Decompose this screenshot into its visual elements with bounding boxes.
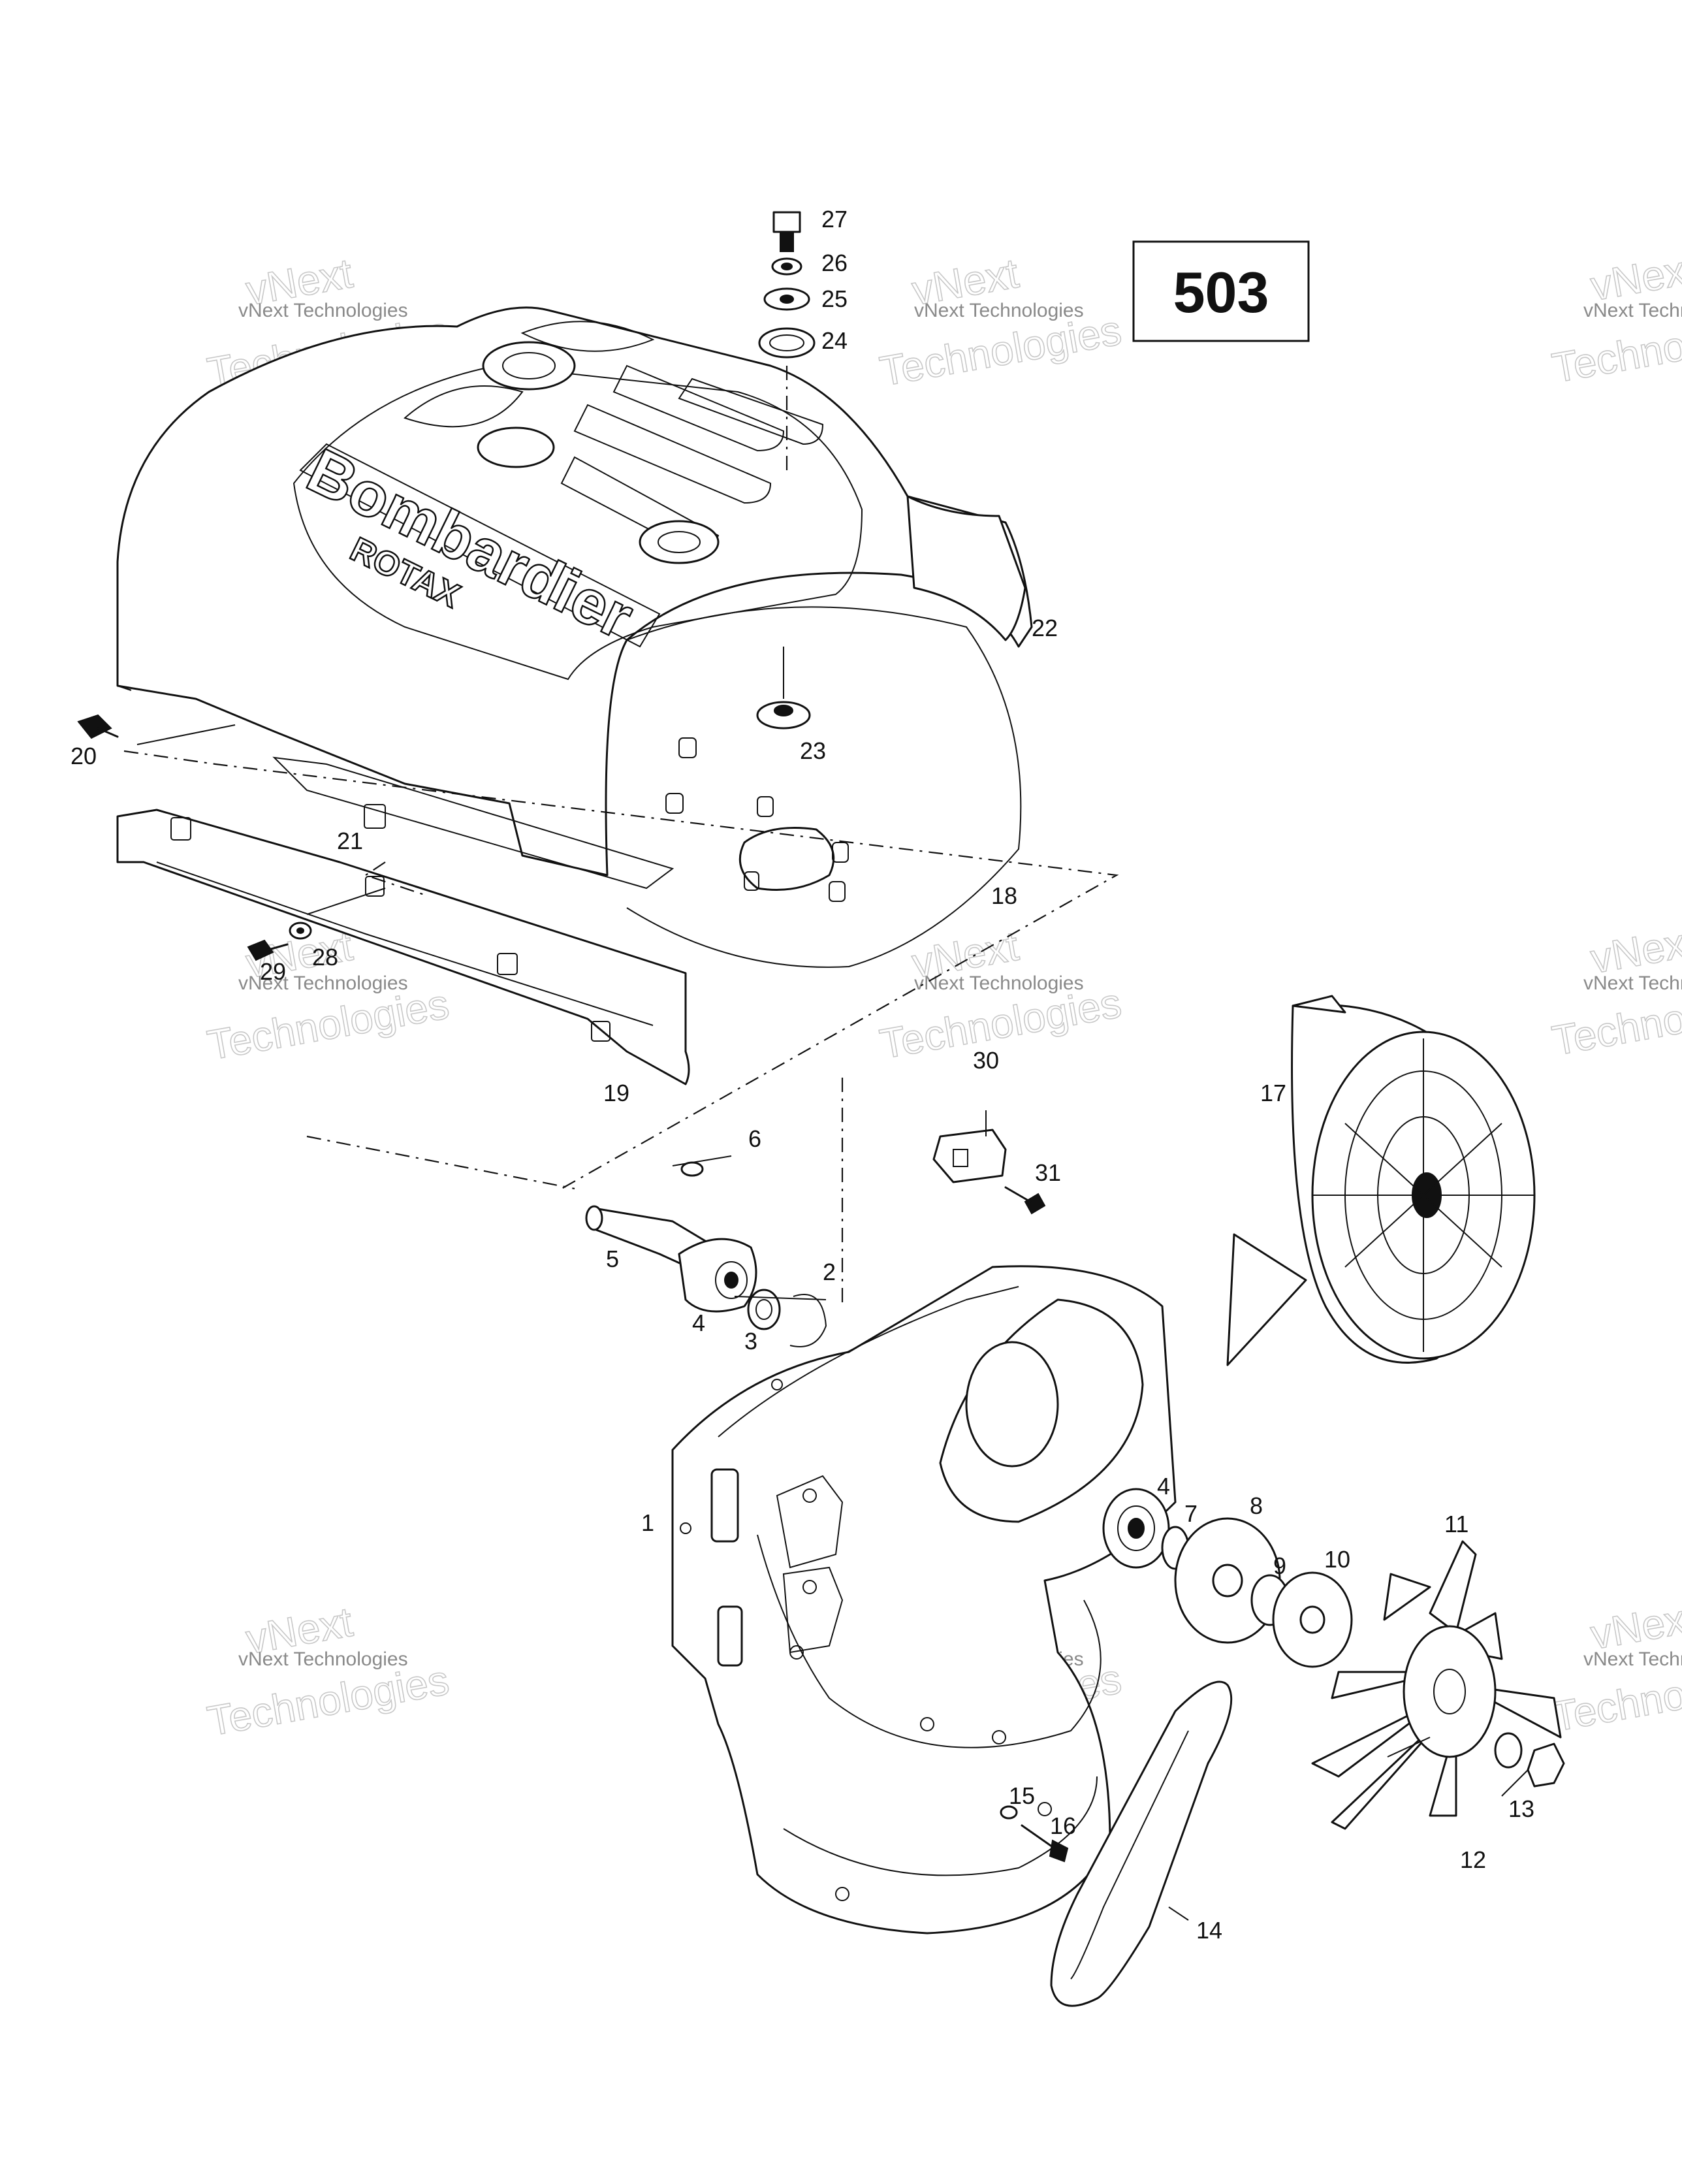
callout-29: 29 bbox=[260, 958, 286, 985]
callout-27: 27 bbox=[821, 206, 848, 233]
callout-28: 28 bbox=[312, 944, 338, 971]
grommet-23 bbox=[756, 647, 811, 730]
screw-20 bbox=[77, 714, 119, 739]
callout-14: 14 bbox=[1196, 1917, 1222, 1944]
watermark-5: vNext vNext Technologies Technologies bbox=[876, 922, 1125, 1068]
callout-7: 7 bbox=[1184, 1500, 1198, 1527]
engine-cover: Bombardier ROTAX bbox=[116, 306, 1033, 968]
svg-text:vNext Technologies: vNext Technologies bbox=[1583, 300, 1682, 321]
leader-lines bbox=[136, 724, 1529, 1921]
callout-25: 25 bbox=[821, 285, 848, 312]
callout-2: 2 bbox=[823, 1259, 836, 1285]
callout-5: 5 bbox=[606, 1245, 619, 1272]
callout-16: 16 bbox=[1050, 1812, 1076, 1839]
svg-text:vNext Technologies: vNext Technologies bbox=[238, 972, 408, 994]
svg-text:vNext Technologies: vNext Technologies bbox=[1583, 972, 1682, 994]
bracket-30 bbox=[932, 1110, 1007, 1183]
svg-text:vNext Technologies: vNext Technologies bbox=[914, 300, 1084, 321]
callout-31: 31 bbox=[1035, 1159, 1061, 1186]
callout-labels: 27 26 25 24 22 20 23 21 18 28 29 19 30 1… bbox=[71, 206, 1534, 1944]
screw-29 bbox=[247, 939, 289, 961]
fan-11 bbox=[1311, 1540, 1565, 1830]
watermark-9: vNext vNext Technologies Technologies bbox=[1548, 1593, 1682, 1741]
screw-31 bbox=[1004, 1186, 1046, 1215]
callout-17: 17 bbox=[1260, 1080, 1286, 1106]
bracket-19 bbox=[116, 756, 690, 1085]
key-6 bbox=[680, 1161, 704, 1177]
callout-19: 19 bbox=[603, 1080, 629, 1106]
callout-12: 12 bbox=[1460, 1846, 1486, 1873]
svg-text:vNext Technologies: vNext Technologies bbox=[1583, 1648, 1682, 1670]
svg-text:vNext Technologies: vNext Technologies bbox=[238, 1648, 408, 1670]
callout-13: 13 bbox=[1508, 1795, 1534, 1822]
callout-21: 21 bbox=[337, 827, 363, 854]
callout-20: 20 bbox=[71, 743, 97, 769]
callout-22: 22 bbox=[1032, 615, 1058, 641]
belt-14 bbox=[1050, 1680, 1233, 2007]
callout-26: 26 bbox=[821, 249, 848, 276]
shaft-assembly bbox=[585, 1205, 827, 1347]
washer-28 bbox=[289, 922, 312, 940]
diagram-number-box: 503 bbox=[1132, 240, 1310, 342]
callout-1: 1 bbox=[641, 1509, 654, 1536]
callout-10: 10 bbox=[1324, 1546, 1350, 1573]
bolt-16 bbox=[1021, 1824, 1069, 1863]
fan-guard-17 bbox=[1226, 995, 1536, 1366]
watermark-2: vNext vNext Technologies Technologies bbox=[876, 249, 1125, 396]
callout-23: 23 bbox=[800, 737, 826, 764]
fastener-stack bbox=[758, 211, 816, 470]
callout-15: 15 bbox=[1009, 1782, 1035, 1809]
callout-3: 3 bbox=[744, 1328, 757, 1355]
callout-30: 30 bbox=[973, 1047, 999, 1074]
callout-18: 18 bbox=[991, 882, 1017, 909]
callout-6: 6 bbox=[748, 1125, 761, 1152]
callout-4a: 4 bbox=[692, 1309, 705, 1336]
callout-9: 9 bbox=[1273, 1552, 1286, 1579]
watermark-6: vNext vNext Technologies Technologies bbox=[1548, 917, 1682, 1065]
assembly-lines bbox=[117, 684, 1119, 1306]
svg-text:vNext Technologies: vNext Technologies bbox=[914, 972, 1084, 994]
pulley-assembly bbox=[1102, 1488, 1353, 1668]
callout-24: 24 bbox=[821, 327, 848, 354]
svg-text:vNext Technologies: vNext Technologies bbox=[238, 300, 408, 321]
callout-11: 11 bbox=[1444, 1511, 1468, 1537]
watermark-3: vNext vNext Technologies Technologies bbox=[1548, 244, 1682, 392]
svg-text:503: 503 bbox=[1173, 260, 1269, 325]
fan-housing-1 bbox=[671, 1265, 1177, 1935]
callout-8: 8 bbox=[1250, 1492, 1263, 1519]
watermark-7: vNext vNext Technologies Technologies bbox=[204, 1598, 453, 1745]
washer-15 bbox=[1000, 1805, 1018, 1820]
callout-4b: 4 bbox=[1157, 1473, 1170, 1500]
